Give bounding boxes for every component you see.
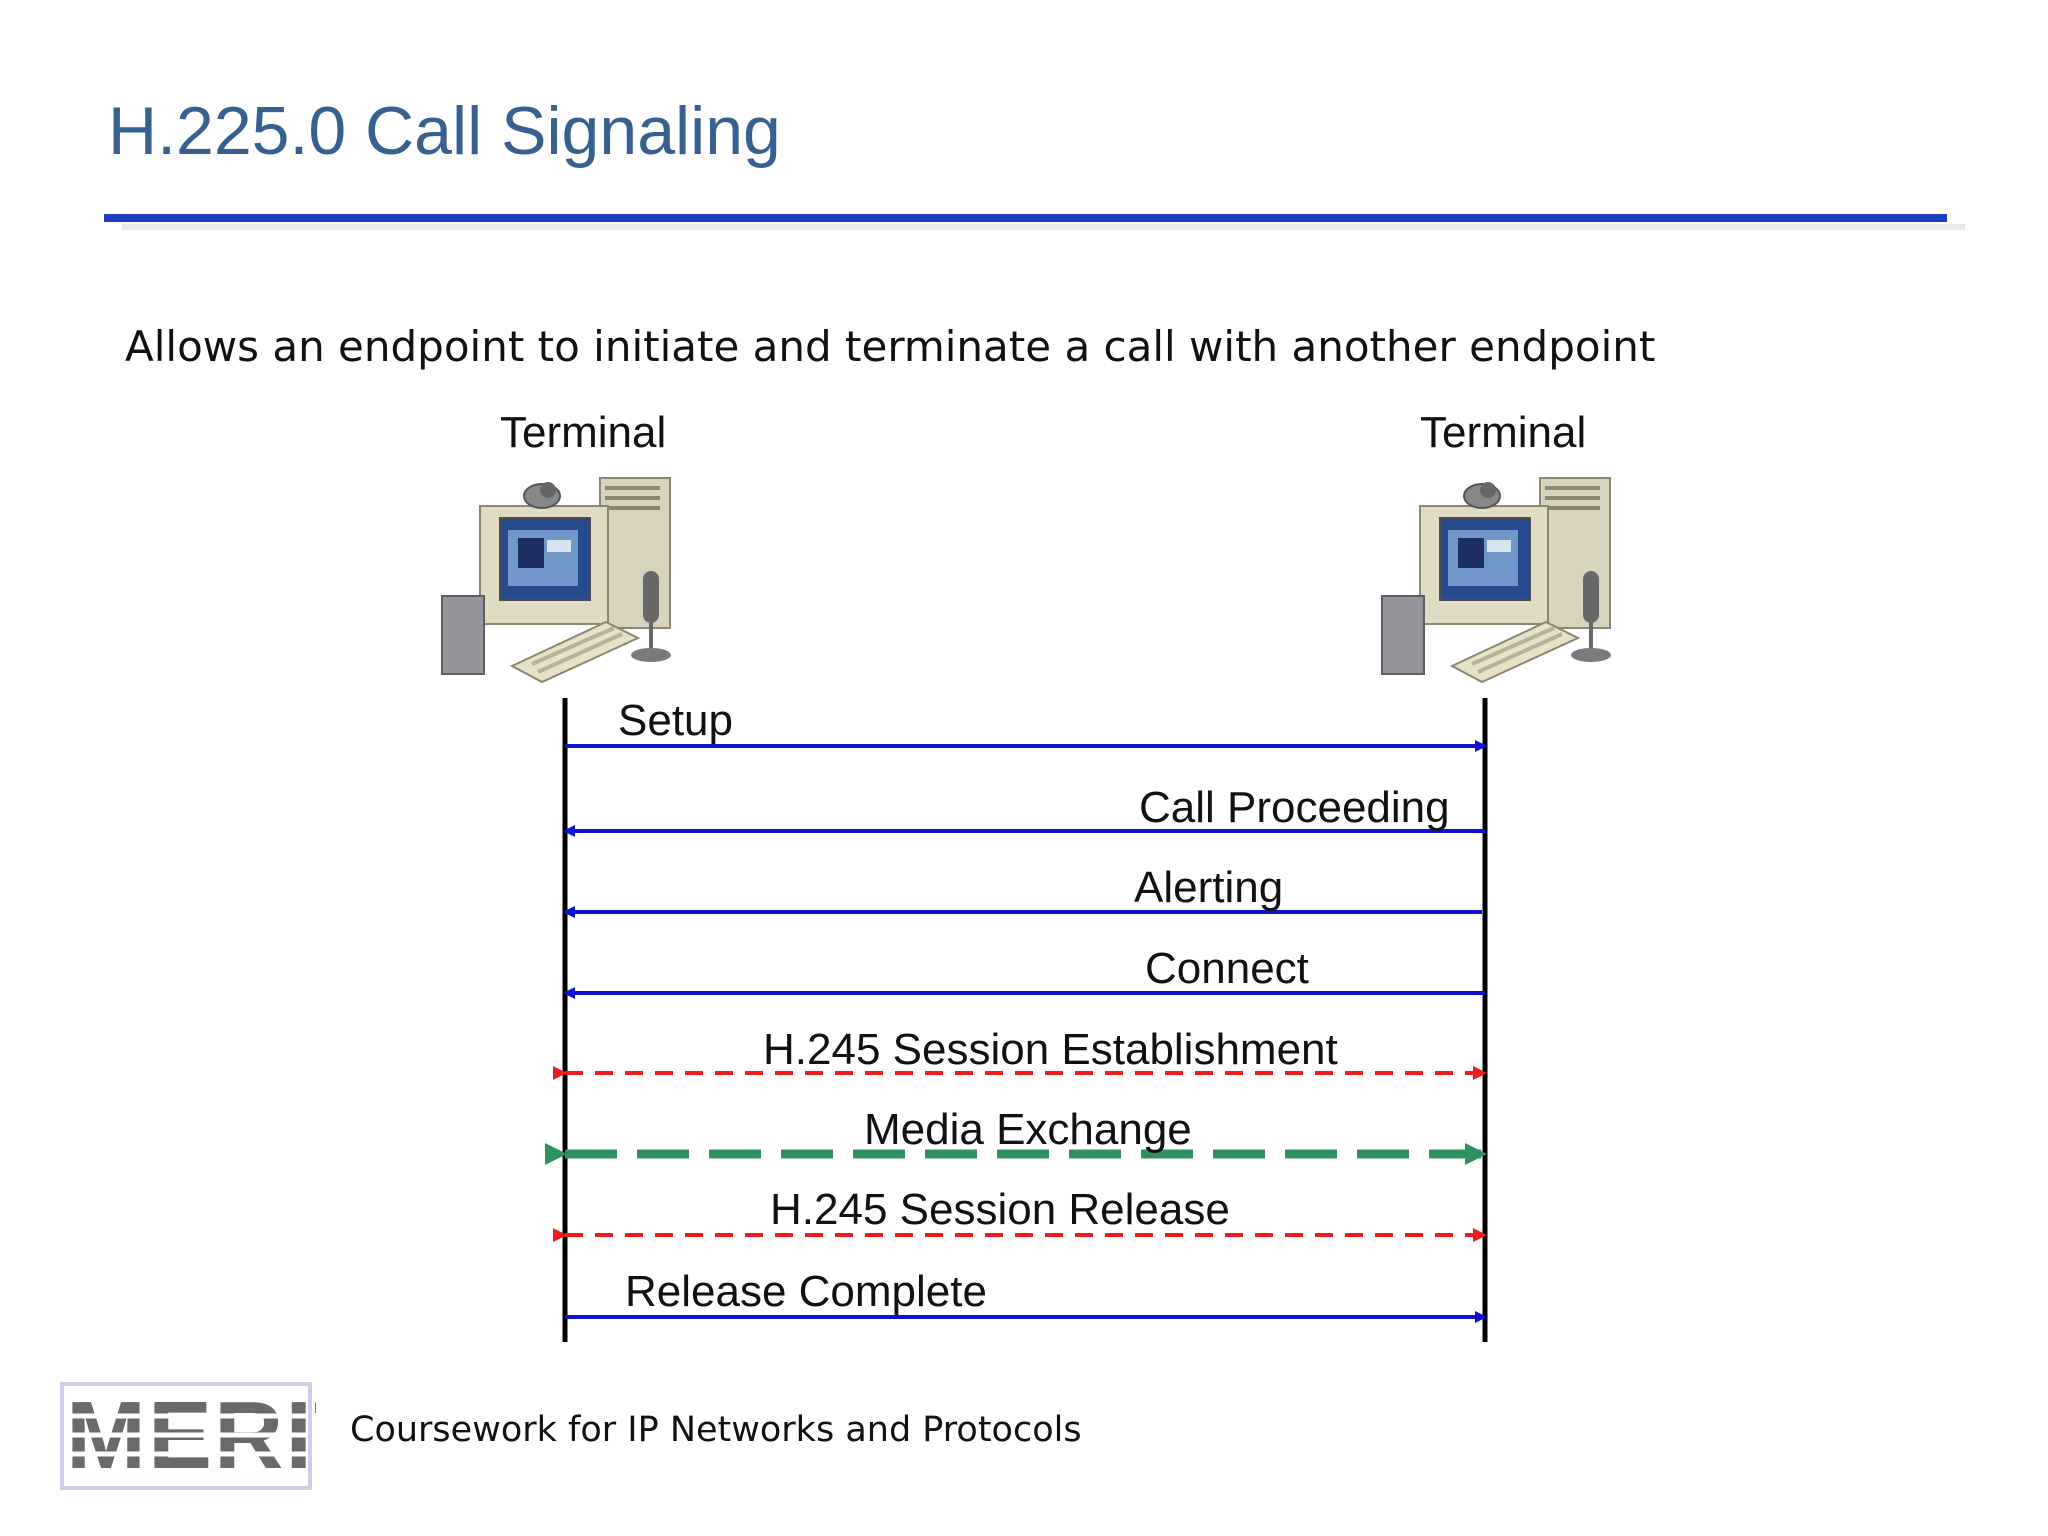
slide-title: H.225.0 Call Signaling xyxy=(108,93,781,169)
title-rule-shadow xyxy=(122,224,1965,230)
right-computer-terminal-icon xyxy=(1381,477,1611,684)
h245-session-establishment-label: H.245 Session Establishment xyxy=(763,1025,1338,1074)
title-rule xyxy=(104,214,1947,222)
connect-label: Connect xyxy=(1145,944,1309,993)
left-terminal-label: Terminal xyxy=(500,408,667,457)
footer-text: Coursework for IP Networks and Protocols xyxy=(350,1410,1082,1450)
media-exchange-label: Media Exchange xyxy=(864,1105,1192,1154)
slide-subtitle: Allows an endpoint to initiate and termi… xyxy=(125,322,1656,371)
release-complete-label: Release Complete xyxy=(625,1267,987,1316)
setup-label: Setup xyxy=(618,696,733,745)
h245-session-release-label: H.245 Session Release xyxy=(770,1185,1230,1234)
alerting-label: Alerting xyxy=(1134,863,1283,912)
left-computer-terminal-icon xyxy=(441,477,671,684)
right-terminal-label: Terminal xyxy=(1420,408,1587,457)
merit-logo: MERIT xyxy=(60,1382,316,1490)
call-proceeding-label: Call Proceeding xyxy=(1139,783,1450,832)
